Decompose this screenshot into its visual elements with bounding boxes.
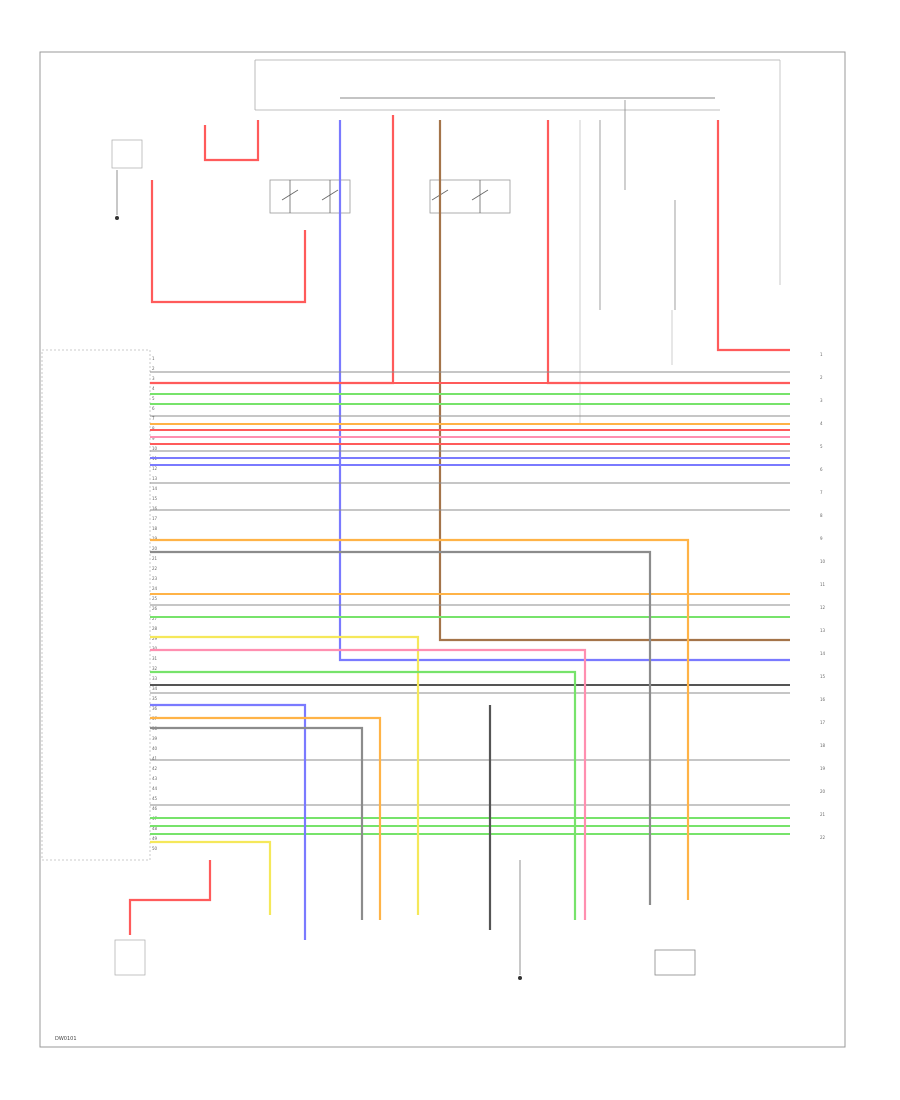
ecm-pin-number: 16 [152, 506, 158, 511]
ecm-pin-number: 27 [152, 616, 158, 621]
fuel-circuit-top-left [111, 120, 307, 304]
connector-pin-number: 16 [820, 697, 826, 702]
ecm-pin-number: 29 [152, 636, 158, 641]
ecm-pin-number: 33 [152, 676, 158, 681]
connector-pin-number: 20 [820, 789, 826, 794]
connector-pin-number: 14 [820, 651, 826, 656]
ecm-pin-number: 10 [152, 446, 158, 451]
connector-pin-number: 7 [820, 490, 823, 495]
ecm-pin-number: 5 [152, 396, 155, 401]
ecm-pin-number: 14 [152, 486, 158, 491]
ecm-pin-number: 28 [152, 626, 158, 631]
ecm-pin-number: 45 [152, 796, 158, 801]
lower-components [114, 538, 696, 980]
ecm-pin-number: 24 [152, 586, 158, 591]
ecm-pin-number: 39 [152, 736, 158, 741]
ecm-pin-number: 48 [152, 826, 158, 831]
power-bus [254, 59, 781, 285]
ecm-pin-number: 44 [152, 786, 158, 791]
ecm-pin-number: 25 [152, 596, 158, 601]
ecm-pin-number: 9 [152, 436, 155, 441]
ecm-pin-number: 13 [152, 476, 158, 481]
ecm-pin-number: 21 [152, 556, 158, 561]
ecm-pin-number: 2 [152, 366, 155, 371]
ecm-pin-number: 19 [152, 536, 158, 541]
ecm-pin-number: 40 [152, 746, 158, 751]
ecm-pin-number: 1 [152, 356, 155, 361]
connector-pin-number: 1 [820, 352, 823, 357]
connector-pin-number: 12 [820, 605, 826, 610]
connector-pin-number: 5 [820, 444, 823, 449]
fuel-pump-relay [269, 179, 351, 214]
ecm-pin-number: 20 [152, 546, 158, 551]
connector-pin-number: 2 [820, 375, 823, 380]
ecm-pin-number: 17 [152, 516, 158, 521]
ecm-pin-number: 42 [152, 766, 158, 771]
connector-pin-number: 15 [820, 674, 826, 679]
page-id: DW0101 [55, 1036, 77, 1042]
ecm-pin-number: 7 [152, 416, 155, 421]
connector-pin-number: 10 [820, 559, 826, 564]
engine-control-relay [429, 179, 511, 214]
connector-pin-number: 9 [820, 536, 823, 541]
harness-lines [150, 371, 790, 835]
ecm-pin-number: 26 [152, 606, 158, 611]
ecm-pin-number: 30 [152, 646, 158, 651]
ecm-pin-number: 35 [152, 696, 158, 701]
ecm-pin-number: 34 [152, 686, 158, 691]
ecm-pin-number: 49 [152, 836, 158, 841]
connector-pin-number: 17 [820, 720, 826, 725]
ecm-pin-number: 32 [152, 666, 158, 671]
connector-pin-number: 8 [820, 513, 823, 518]
ecm-pin-number: 22 [152, 566, 158, 571]
ecm-pin-number: 36 [152, 706, 158, 711]
connector-pin-number: 4 [820, 421, 823, 426]
ecm-pin-number: 4 [152, 386, 155, 391]
ecm-pin-number: 6 [152, 406, 155, 411]
connector-pin-number: 3 [820, 398, 823, 403]
ecm-pin-number: 46 [152, 806, 158, 811]
connector-pin-number: 21 [820, 812, 826, 817]
connector-pin-number: 11 [820, 582, 826, 587]
connector-pin-number: 19 [820, 766, 826, 771]
connector-pin-number: 22 [820, 835, 826, 840]
vertical-feeds [150, 100, 790, 662]
connector-pin-number: 13 [820, 628, 826, 633]
ecm-pin-number: 18 [152, 526, 158, 531]
ecm-pin-number: 41 [152, 756, 158, 761]
diagram-border [39, 51, 846, 1048]
connector-pin-number: 6 [820, 467, 823, 472]
ecm-pin-number: 31 [152, 656, 158, 661]
ecm-pin-number: 3 [152, 376, 155, 381]
ecm-pin-number: 8 [152, 426, 155, 431]
connector-pin-number: 18 [820, 743, 826, 748]
ecm-pin-number: 23 [152, 576, 158, 581]
ecm-pin-number: 50 [152, 846, 158, 851]
ecm-pin-number: 12 [152, 466, 158, 471]
ecm-pin-number: 15 [152, 496, 158, 501]
ecm-box [41, 349, 151, 861]
ecm-pin-number: 43 [152, 776, 158, 781]
